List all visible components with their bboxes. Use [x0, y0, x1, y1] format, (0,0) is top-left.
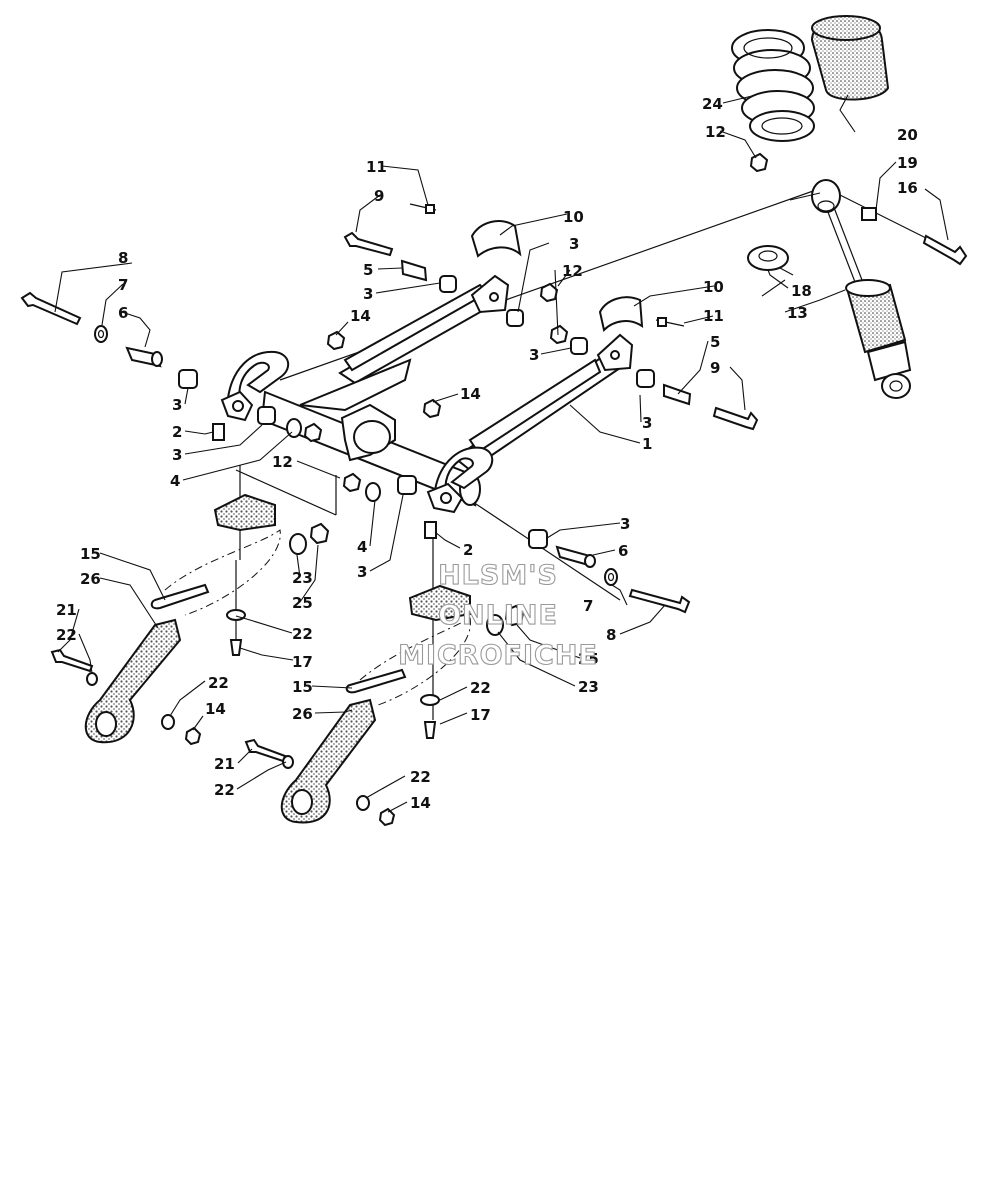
- watermark-line-1: HLSM'S: [438, 560, 558, 591]
- callout-21: 21: [214, 755, 235, 773]
- callout-8: 8: [118, 249, 128, 267]
- callout-3: 3: [363, 285, 373, 303]
- callout-17: 17: [470, 706, 491, 724]
- parts-artwork: [20, 15, 968, 827]
- callout-labels: 1 2 2 3 3 3 3 3 3 3 3 4 4 5 5 6 6 7 7 8 …: [56, 95, 918, 812]
- callout-22: 22: [292, 625, 313, 643]
- callout-3: 3: [620, 515, 630, 533]
- callout-11: 11: [703, 307, 724, 325]
- callout-2: 2: [172, 423, 182, 441]
- callout-3: 3: [172, 446, 182, 464]
- coil-spring: [731, 29, 815, 142]
- callout-12: 12: [562, 262, 583, 280]
- callout-17: 17: [292, 653, 313, 671]
- callout-10: 10: [703, 278, 724, 296]
- callout-20: 20: [897, 126, 918, 144]
- leader-lines: [54, 94, 949, 813]
- callout-22: 22: [214, 781, 235, 799]
- watermark-line-3: MICROFICHE: [398, 640, 598, 671]
- callout-9: 9: [710, 359, 720, 377]
- callout-11: 11: [366, 158, 387, 176]
- callout-15: 15: [80, 545, 101, 563]
- callout-1: 1: [642, 435, 652, 453]
- callout-22: 22: [208, 674, 229, 692]
- callout-10: 10: [563, 208, 584, 226]
- callout-3: 3: [357, 563, 367, 581]
- callout-15: 15: [292, 678, 313, 696]
- callout-3: 3: [642, 414, 652, 432]
- callout-14: 14: [410, 794, 431, 812]
- callout-22: 22: [470, 679, 491, 697]
- callout-26: 26: [292, 705, 313, 723]
- callout-24: 24: [702, 95, 723, 113]
- callout-5: 5: [363, 261, 373, 279]
- callout-16: 16: [897, 179, 918, 197]
- callout-25: 25: [578, 650, 599, 668]
- callout-21: 21: [56, 601, 77, 619]
- callout-12: 12: [272, 453, 293, 471]
- callout-26: 26: [80, 570, 101, 588]
- callout-19: 19: [897, 154, 918, 172]
- callout-5: 5: [710, 333, 720, 351]
- callout-3: 3: [172, 396, 182, 414]
- callout-13: 13: [787, 304, 808, 322]
- callout-14: 14: [460, 385, 481, 403]
- callout-7: 7: [118, 276, 128, 294]
- callout-3: 3: [529, 346, 539, 364]
- callout-22: 22: [56, 626, 77, 644]
- callout-8: 8: [606, 626, 616, 644]
- callout-2: 2: [463, 541, 473, 559]
- callout-6: 6: [618, 542, 628, 560]
- watermark: HLSM'S ONLINE MICROFICHE: [398, 559, 598, 671]
- callout-14: 14: [350, 307, 371, 325]
- callout-4: 4: [357, 538, 367, 556]
- callout-23: 23: [578, 678, 599, 696]
- watermark-line-2: ONLINE: [438, 600, 558, 631]
- callout-23: 23: [292, 569, 313, 587]
- callout-6: 6: [118, 304, 128, 322]
- callout-3: 3: [569, 235, 579, 253]
- callout-4: 4: [170, 472, 180, 490]
- callout-14: 14: [205, 700, 226, 718]
- callout-7: 7: [583, 597, 593, 615]
- callout-25: 25: [292, 594, 313, 612]
- callout-9: 9: [374, 187, 384, 205]
- callout-22: 22: [410, 768, 431, 786]
- callout-18: 18: [791, 282, 812, 300]
- callout-12: 12: [705, 123, 726, 141]
